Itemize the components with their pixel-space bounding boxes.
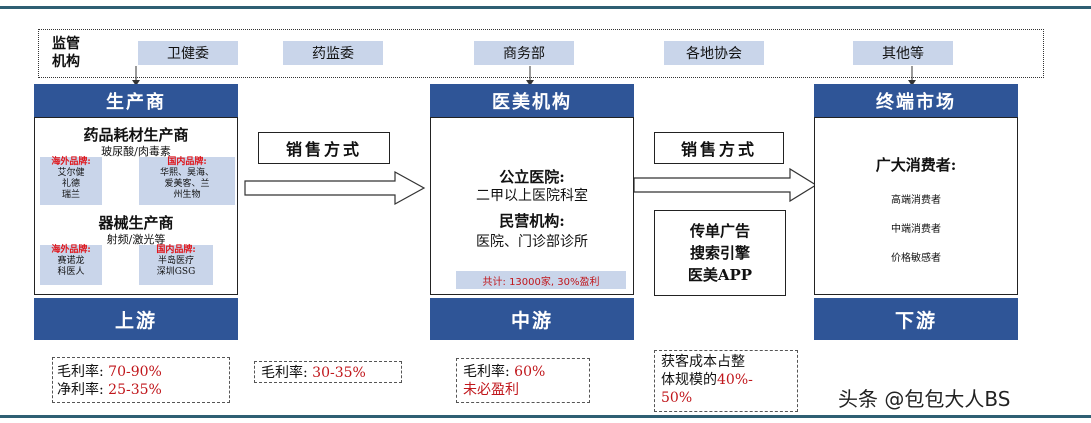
sale-gross-label: 毛利率: <box>261 365 308 381</box>
public-hospital-desc: 二甲以上医院科室 <box>476 188 588 204</box>
up-gross-label: 毛利率: <box>57 364 104 380</box>
midstream-panel <box>430 117 634 295</box>
up-net-label: 净利率: <box>57 382 104 398</box>
pharma-title: 药品耗材生产商 <box>83 126 189 144</box>
upstream-header: 生产商 <box>34 84 238 117</box>
segment-price-sensitive: 价格敏感者 <box>891 253 941 264</box>
segment-high-end: 高端消费者 <box>891 195 941 206</box>
downstream-panel <box>814 117 1018 295</box>
institution-stat-bar: 共计: 13000家, 30%盈利 <box>456 271 626 289</box>
device-title: 器械生产商 <box>98 214 174 232</box>
sales-margin-box: 毛利率: 30-35% <box>254 361 402 383</box>
regulator-health-commission: 卫健委 <box>138 41 238 65</box>
device-foreign-list: 赛诺龙 科医人 <box>57 256 85 277</box>
mid-gross-label: 毛利率: <box>463 364 510 380</box>
private-institution-title: 民营机构: <box>499 212 565 230</box>
top-rule <box>0 6 1091 9</box>
downstream-footer: 下游 <box>814 298 1018 340</box>
device-foreign-label: 海外品牌: <box>51 245 91 255</box>
pharma-foreign-list: 艾尔健 礼德 瑞兰 <box>57 168 85 200</box>
consumers-title: 广大消费者: <box>875 156 957 174</box>
device-foreign-brands: 海外品牌: 赛诺龙 科医人 <box>40 245 102 285</box>
pharma-domestic-label: 国内品牌: <box>167 157 207 167</box>
device-subtitle: 射频/激光等 <box>106 233 166 246</box>
cac-value: 40%- 50% <box>661 372 753 406</box>
pharma-foreign-label: 海外品牌: <box>51 157 91 167</box>
midstream-header: 医美机构 <box>430 84 634 117</box>
regulators-band <box>38 29 1044 78</box>
cac-text: 获客成本占整 体规模的 <box>661 354 745 388</box>
pharma-foreign-brands: 海外品牌: 艾尔健 礼德 瑞兰 <box>40 157 102 205</box>
downstream-header: 终端市场 <box>814 84 1018 117</box>
device-domestic-list: 半岛医疗 深圳GSG <box>156 256 196 277</box>
mid-note: 未必盈利 <box>463 382 519 398</box>
bottom-rule <box>0 415 1091 418</box>
regulators-title: 监管 机构 <box>52 36 80 70</box>
regulator-associations: 各地协会 <box>664 41 764 65</box>
midstream-footer: 中游 <box>430 298 634 340</box>
up-net-value: 25-35% <box>108 382 162 398</box>
private-institution-desc: 医院、门诊部诊所 <box>476 234 588 250</box>
sales-method-box-1: 销售方式 <box>258 132 390 164</box>
device-domestic-brands: 国内品牌: 半岛医疗 深圳GSG <box>139 245 213 285</box>
acquisition-cost-box: 获客成本占整 体规模的40%- 50% <box>654 350 798 412</box>
mid-gross-value: 60% <box>514 364 546 380</box>
up-gross-value: 70-90% <box>108 364 162 380</box>
pharma-domestic-brands: 国内品牌: 华熙、昊海、 爱美客、兰 州生物 <box>139 157 235 205</box>
watermark: 头条 @包包大人BS <box>838 387 1011 411</box>
sales-method-box-2: 销售方式 <box>654 132 784 164</box>
upstream-margin-box: 毛利率: 70-90% 净利率: 25-35% <box>52 357 230 403</box>
pharma-domestic-list: 华熙、昊海、 爱美客、兰 州生物 <box>159 168 214 200</box>
sale-gross-value: 30-35% <box>312 365 366 381</box>
segment-mid-end: 中端消费者 <box>891 224 941 235</box>
midstream-margin-box: 毛利率: 60% 未必盈利 <box>456 358 590 403</box>
regulator-drug-admin: 药监委 <box>283 41 383 65</box>
marketing-channels-box: 传单广告 搜索引擎 医美APP <box>654 210 786 296</box>
public-hospital-title: 公立医院: <box>499 168 565 186</box>
regulator-commerce: 商务部 <box>474 41 574 65</box>
device-domestic-label: 国内品牌: <box>156 245 196 255</box>
pharma-subtitle: 玻尿酸/肉毒素 <box>101 145 171 158</box>
upstream-footer: 上游 <box>34 298 238 340</box>
regulator-others: 其他等 <box>853 41 953 65</box>
